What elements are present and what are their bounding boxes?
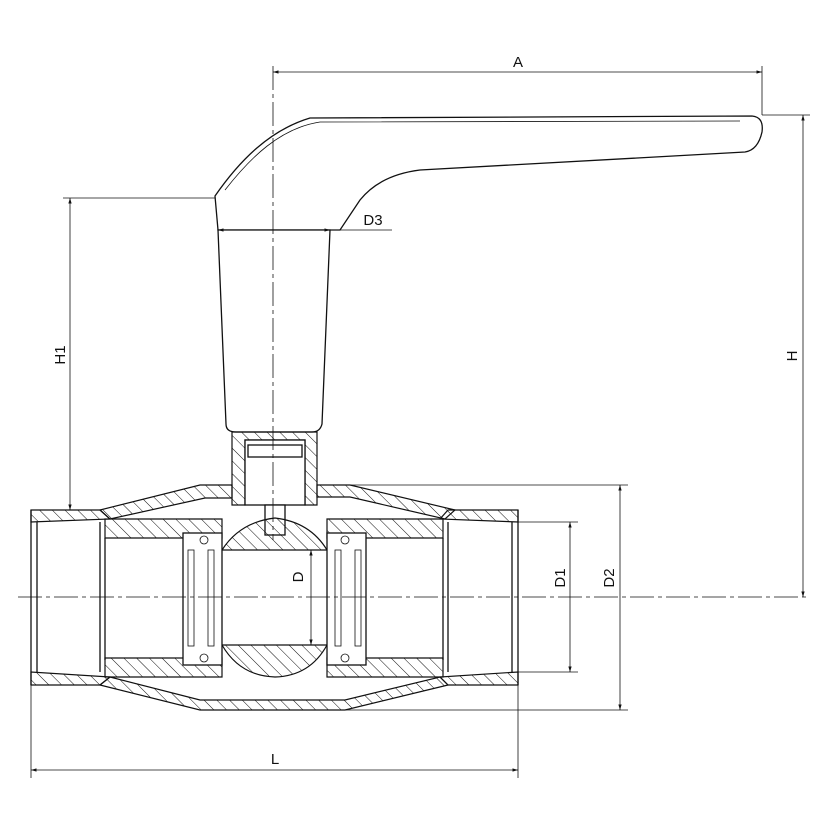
dim-label-D1: D1 <box>552 568 569 587</box>
seat-ring-right <box>326 532 367 666</box>
ball <box>220 517 329 678</box>
seat-ring-left <box>182 532 223 666</box>
extension-lines <box>30 66 810 778</box>
handle-lever <box>214 115 763 231</box>
dim-label-H: H <box>784 351 801 362</box>
handle-grip <box>217 229 331 433</box>
dim-label-D: D <box>290 571 307 582</box>
dim-label-L: L <box>271 751 279 768</box>
dim-label-H1: H1 <box>52 345 69 364</box>
dim-label-D2: D2 <box>601 568 618 587</box>
dim-label-D3: D3 <box>363 212 382 229</box>
dim-label-A: A <box>513 54 523 71</box>
